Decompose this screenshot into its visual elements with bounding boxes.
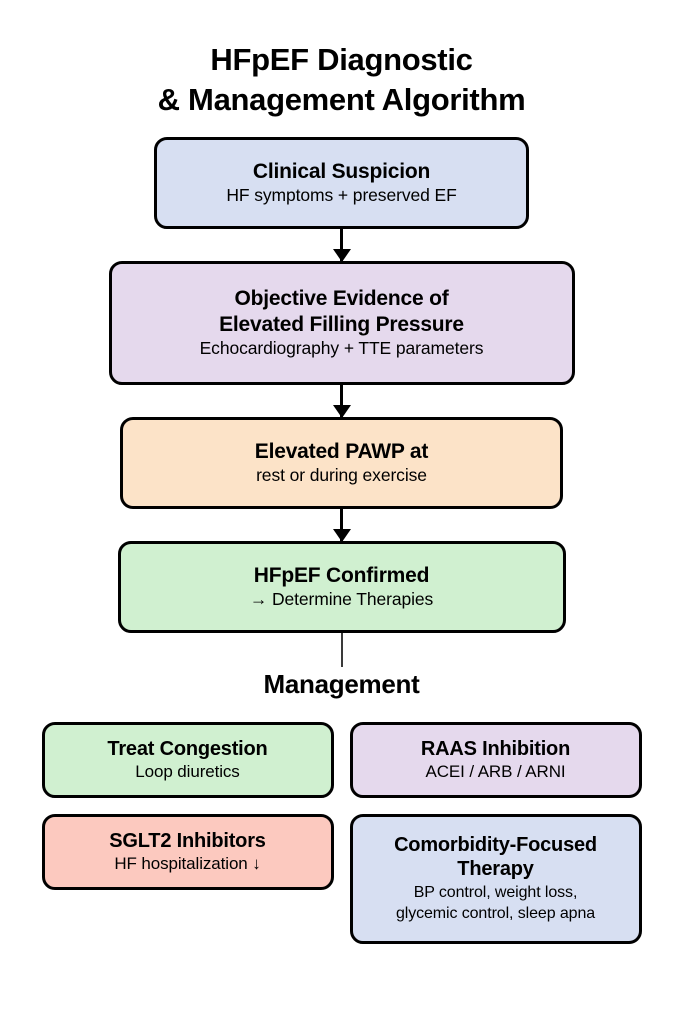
page-title-line-1: HFpEF Diagnostic bbox=[210, 42, 473, 77]
node-hfpef-confirmed-subtext: → Determine Therapies bbox=[249, 589, 434, 610]
grid-cell-raas-inhibition: RAAS Inhibition ACEI / ARB / ARNI bbox=[349, 721, 642, 798]
arrow-suspicion-to-objective bbox=[340, 228, 343, 261]
node-treat-congestion-heading: Treat Congestion bbox=[107, 737, 268, 760]
node-hfpef-confirmed-heading: HFpEF Confirmed bbox=[253, 563, 430, 587]
grid-cell-sglt2-inhibitors: SGLT2 Inhibitors HF hospitalization ↓ bbox=[41, 813, 334, 890]
arrow-pawp-to-confirmed bbox=[340, 508, 343, 541]
management-section-title: Management bbox=[263, 668, 420, 699]
node-treat-congestion: Treat Congestion Loop diuretics bbox=[41, 721, 334, 798]
node-objective-evidence-heading-line-1: Objective Evidence of bbox=[234, 286, 449, 310]
node-comorbidity-subtext-line-1: BP control, weight loss, bbox=[413, 883, 578, 901]
node-objective-evidence-subtext: Echocardiography + TTE parameters bbox=[199, 338, 484, 359]
node-comorbidity-subtext-line-2: glycemic control, sleep apna bbox=[395, 904, 596, 922]
connector-confirmed-to-management bbox=[340, 632, 343, 667]
node-elevated-pawp-heading: Elevated PAWP at bbox=[254, 439, 429, 463]
node-comorbidity-heading-line-2: Therapy bbox=[457, 858, 534, 881]
grid-cell-comorbidity-focused-therapy: Comorbidity-Focused Therapy BP control, … bbox=[349, 813, 642, 944]
node-sglt2-inhibitors-heading: SGLT2 Inhibitors bbox=[109, 829, 266, 852]
node-comorbidity-focused-therapy: Comorbidity-Focused Therapy BP control, … bbox=[349, 813, 642, 944]
node-raas-inhibition: RAAS Inhibition ACEI / ARB / ARNI bbox=[349, 721, 642, 798]
node-raas-inhibition-subtext: ACEI / ARB / ARNI bbox=[425, 762, 566, 782]
diagnostic-flow: Clinical Suspicion HF symptoms + preserv… bbox=[108, 136, 575, 667]
grid-cell-treat-congestion: Treat Congestion Loop diuretics bbox=[41, 721, 334, 798]
node-comorbidity-heading-line-1: Comorbidity-Focused bbox=[394, 834, 597, 857]
arrow-objective-to-pawp bbox=[340, 384, 343, 417]
node-elevated-pawp-subtext: rest or during exercise bbox=[256, 465, 427, 486]
node-elevated-pawp: Elevated PAWP at rest or during exercise bbox=[120, 416, 563, 509]
node-sglt2-inhibitors-subtext: HF hospitalization ↓ bbox=[114, 854, 261, 874]
node-objective-evidence: Objective Evidence of Elevated Filling P… bbox=[108, 260, 575, 385]
page-title-line-2: & Management Algorithm bbox=[157, 82, 526, 118]
node-sglt2-inhibitors: SGLT2 Inhibitors HF hospitalization ↓ bbox=[41, 813, 334, 890]
node-clinical-suspicion: Clinical Suspicion HF symptoms + preserv… bbox=[154, 136, 529, 229]
page-title: HFpEF Diagnostic & Management Algorithm bbox=[158, 40, 526, 121]
node-raas-inhibition-heading: RAAS Inhibition bbox=[420, 737, 571, 760]
node-objective-evidence-heading-line-2: Elevated Filling Pressure bbox=[219, 312, 464, 336]
node-treat-congestion-subtext: Loop diuretics bbox=[135, 762, 240, 782]
management-options-grid: Treat Congestion Loop diuretics RAAS Inh… bbox=[41, 721, 642, 944]
node-clinical-suspicion-heading: Clinical Suspicion bbox=[252, 159, 431, 183]
node-hfpef-confirmed: HFpEF Confirmed → Determine Therapies bbox=[117, 540, 566, 633]
node-clinical-suspicion-subtext: HF symptoms + preserved EF bbox=[226, 185, 457, 206]
